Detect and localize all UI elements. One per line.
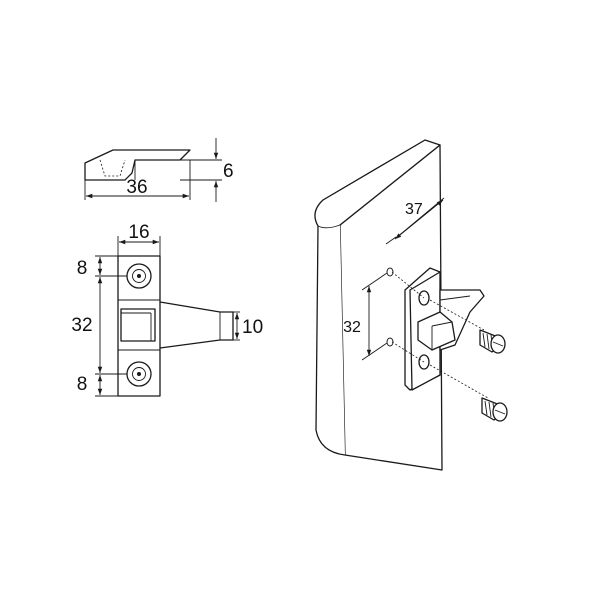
side-view: 36 6 bbox=[84, 138, 234, 202]
dim-side-length: 36 bbox=[126, 177, 147, 198]
dim-bottom-offset: 8 bbox=[77, 374, 88, 395]
dim-hole-spacing: 32 bbox=[71, 315, 92, 336]
screw-icon bbox=[481, 397, 508, 422]
dim-tongue-width: 10 bbox=[242, 317, 263, 338]
dim-top-offset: 8 bbox=[77, 258, 88, 279]
catch-hole-bottom-icon bbox=[418, 354, 430, 370]
screw-icon bbox=[479, 329, 506, 354]
panel-hole-top-icon bbox=[386, 267, 394, 277]
dim-top-width: 16 bbox=[128, 222, 149, 243]
dim-iso-spacing: 32 bbox=[343, 319, 361, 336]
catch-hole-top-icon bbox=[418, 290, 430, 306]
front-view: 16 8 32 8 10 bbox=[71, 222, 263, 397]
isometric-view: 37 32 bbox=[314, 139, 508, 471]
panel-hole-bottom-icon bbox=[386, 337, 394, 347]
dim-side-height: 6 bbox=[223, 161, 234, 182]
catch-body bbox=[404, 267, 485, 391]
dim-iso-setback: 37 bbox=[405, 201, 423, 218]
